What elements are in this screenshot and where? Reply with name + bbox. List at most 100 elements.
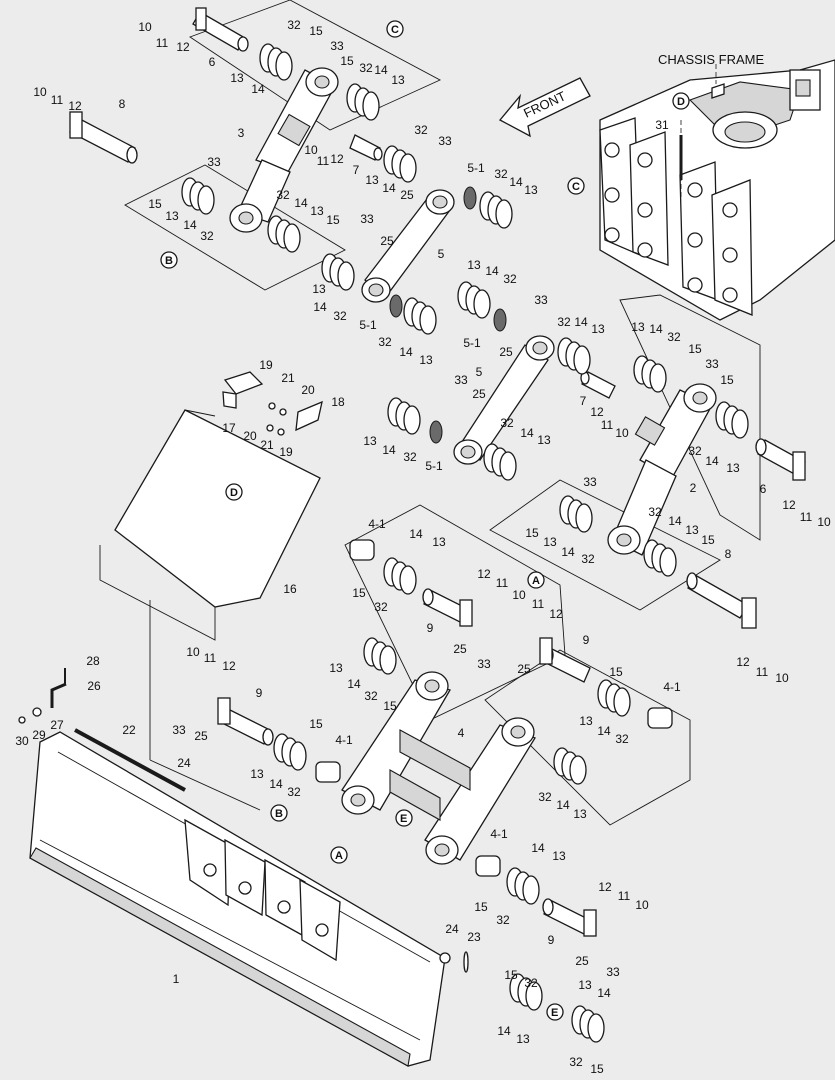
part-callout-25: 25 (380, 234, 394, 248)
svg-text:A: A (532, 575, 540, 587)
part-callout-21: 21 (281, 371, 295, 385)
part-callout-5-1: 5-1 (359, 318, 377, 332)
part-callout-4-1: 4-1 (490, 827, 508, 841)
part-callout-25: 25 (472, 387, 486, 401)
svg-text:E: E (400, 813, 407, 825)
part-callout-13: 13 (250, 767, 264, 781)
part-callout-14: 14 (597, 724, 611, 738)
part-callout-13: 13 (310, 204, 324, 218)
part-callout-12: 12 (330, 152, 344, 166)
part-callout-32: 32 (494, 167, 508, 181)
part-callout-12: 12 (176, 40, 190, 54)
part-callout-14: 14 (509, 175, 523, 189)
part-callout-13: 13 (537, 433, 551, 447)
part-callout-20: 20 (243, 429, 257, 443)
part-callout-32: 32 (581, 552, 595, 566)
part-callout-18: 18 (331, 395, 345, 409)
part-callout-17: 17 (222, 421, 236, 435)
part-callout-14: 14 (705, 454, 719, 468)
part-callout-32: 32 (688, 444, 702, 458)
part-callout-19: 19 (259, 358, 273, 372)
part-callout-14: 14 (649, 322, 663, 336)
part-callout-4: 4 (458, 726, 465, 740)
part-callout-15: 15 (148, 197, 162, 211)
part-callout-33: 33 (330, 39, 344, 53)
part-callout-33: 33 (583, 475, 597, 489)
part-callout-32: 32 (403, 450, 417, 464)
part-callout-14: 14 (347, 677, 361, 691)
part-callout-25: 25 (400, 188, 414, 202)
part-callout-11: 11 (618, 889, 631, 903)
part-callout-14: 14 (556, 798, 570, 812)
svg-text:C: C (391, 24, 399, 36)
svg-text:C: C (572, 181, 580, 193)
part-callout-14: 14 (183, 218, 197, 232)
chassis-frame: CHASSIS FRAME (599, 52, 835, 321)
part-callout-10: 10 (635, 898, 649, 912)
part-callout-32: 32 (200, 229, 214, 243)
ref-marker-d-frame: D (672, 92, 690, 110)
part-callout-25: 25 (453, 642, 467, 656)
part-callout-13: 13 (516, 1032, 530, 1046)
part-callout-11: 11 (51, 93, 64, 107)
part-callout-9: 9 (427, 621, 434, 635)
part-callout-10: 10 (615, 426, 629, 440)
part-callout-15: 15 (525, 526, 539, 540)
part-callout-5: 5 (476, 365, 483, 379)
part-callout-13: 13 (543, 535, 557, 549)
part-callout-14: 14 (561, 545, 575, 559)
part-callout-15: 15 (352, 586, 366, 600)
ref-marker-e-link: E (395, 809, 413, 827)
part-callout-9: 9 (548, 933, 555, 947)
part-callout-15: 15 (474, 900, 488, 914)
part-callout-14: 14 (485, 264, 499, 278)
ref-marker-d-guard: D (225, 483, 243, 501)
part-callout-14: 14 (313, 300, 327, 314)
svg-text:B: B (275, 808, 283, 820)
link-5-lower (453, 335, 555, 465)
part-callout-7: 7 (580, 394, 587, 408)
part-callout-13: 13 (432, 535, 446, 549)
part-callout-12: 12 (590, 405, 604, 419)
part-callout-20: 20 (301, 383, 315, 397)
part-callout-6: 6 (209, 55, 216, 69)
part-callout-12: 12 (598, 880, 612, 894)
part-callout-25: 25 (575, 954, 589, 968)
part-callout-13: 13 (230, 71, 244, 85)
part-callout-11: 11 (800, 510, 813, 524)
part-callout-32: 32 (667, 330, 681, 344)
part-callout-27: 27 (50, 718, 64, 732)
part-callout-13: 13 (419, 353, 433, 367)
part-callout-32: 32 (496, 913, 510, 927)
part-callout-15: 15 (309, 717, 323, 731)
part-callout-31: 31 (655, 118, 669, 132)
part-callout-8: 8 (119, 97, 126, 111)
ref-marker-a-mid: A (527, 571, 545, 589)
part-callout-15: 15 (326, 213, 340, 227)
part-callout-4-1: 4-1 (368, 517, 386, 531)
svg-text:D: D (677, 96, 685, 108)
part-callout-33: 33 (477, 657, 491, 671)
part-callout-15: 15 (701, 533, 715, 547)
part-callout-13: 13 (467, 258, 481, 272)
reference-markers: C C D B D A B E A E (160, 20, 690, 1021)
part-callout-14: 14 (574, 315, 588, 329)
part-callout-10: 10 (512, 588, 526, 602)
part-callout-28: 28 (86, 654, 100, 668)
part-callout-14: 14 (497, 1024, 511, 1038)
part-callout-15: 15 (688, 342, 702, 356)
part-callout-33: 33 (207, 155, 221, 169)
part-callout-13: 13 (552, 849, 566, 863)
part-callout-3: 3 (238, 126, 245, 140)
part-callout-12: 12 (736, 655, 750, 669)
part-callout-33: 33 (534, 293, 548, 307)
part-callout-13: 13 (524, 183, 538, 197)
part-callout-14: 14 (399, 345, 413, 359)
part-callout-12: 12 (782, 498, 796, 512)
part-callout-32: 32 (538, 790, 552, 804)
part-callout-32: 32 (333, 309, 347, 323)
part-callout-11: 11 (601, 418, 614, 432)
part-callout-13: 13 (578, 978, 592, 992)
